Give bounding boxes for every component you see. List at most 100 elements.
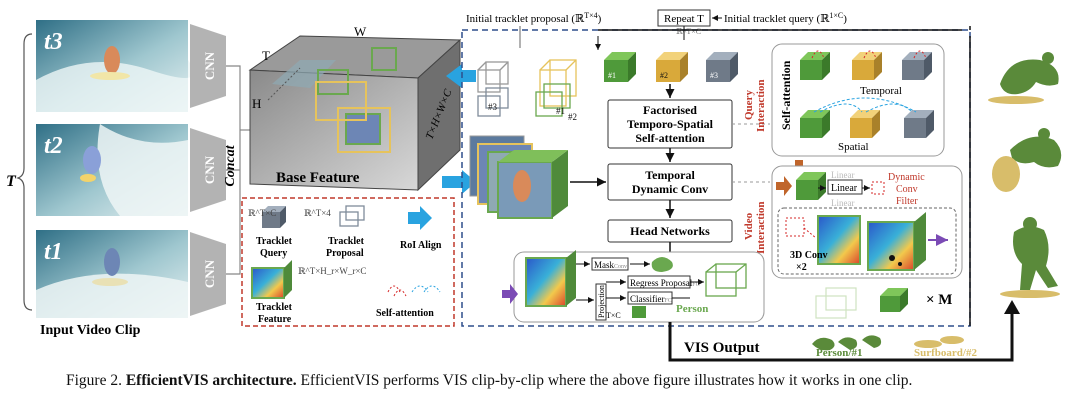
svg-text:Dynamic: Dynamic: [888, 172, 925, 183]
svg-text:3D Conv: 3D Conv: [790, 250, 828, 261]
caption-body: EfficientVIS performs VIS clip-by-clip w…: [296, 372, 913, 389]
svg-text:Tracklet: Tracklet: [256, 236, 293, 247]
mask-head-box: [591, 257, 629, 271]
surfer-figure: [104, 248, 120, 276]
svg-text:Factorised: Factorised: [643, 103, 697, 117]
input-label: Input Video Clip: [40, 323, 141, 338]
frame-t1: t1: [36, 230, 188, 318]
svg-text:ℝ^T×H_r×W_r×C: ℝ^T×H_r×W_r×C: [298, 266, 366, 276]
svg-text:Regress ProposalFC: Regress ProposalFC: [630, 278, 700, 288]
silhouette-t2: [992, 128, 1062, 192]
svg-text:Filter: Filter: [896, 196, 918, 207]
svg-text:Query: Query: [743, 90, 755, 120]
vis-output-label: VIS Output: [684, 340, 759, 356]
query-cube-3: #3: [706, 52, 738, 82]
frame-t2: t2: [36, 124, 188, 216]
query-cube-2: #2: [656, 52, 688, 82]
output-surfboard-label: Surfboard/#2: [914, 347, 977, 359]
svg-text:MaskConv: MaskConv: [594, 260, 627, 270]
video-interaction-panel: Video Interaction Linear Linear Linear D…: [743, 165, 963, 279]
time-axis-brace: T: [6, 33, 33, 311]
svg-text:Conv: Conv: [896, 184, 918, 195]
svg-text:Self-attention: Self-attention: [376, 308, 434, 319]
svg-text:×2: ×2: [796, 262, 807, 273]
query-cube-1: #1: [604, 52, 636, 82]
tracklet-queries: #1 #2 #3: [604, 52, 738, 82]
base-feature-label: Base Feature: [276, 170, 360, 186]
svg-text:Self-attention: Self-attention: [635, 131, 705, 145]
svg-text:ClassifierFC: ClassifierFC: [630, 294, 672, 304]
proposal-id: #2: [568, 112, 577, 122]
figure-caption: Figure 2. EfficientVIS architecture. Eff…: [66, 372, 1066, 390]
surfer-figure: [83, 146, 101, 174]
repeat-m-label: × M: [926, 292, 952, 308]
cnn-block: CNN: [190, 128, 226, 212]
caption-title: EfficientVIS architecture.: [125, 372, 297, 389]
proposal-id: #3: [488, 102, 498, 112]
self-attention-label: Self-attention: [779, 60, 793, 130]
svg-text:ℝ^T×C: ℝ^T×C: [248, 208, 276, 218]
svg-text:CNN: CNN: [202, 51, 217, 80]
repeat-label: Repeat T: [664, 13, 704, 25]
silhouette-t1: [1000, 217, 1060, 298]
tracklet-features: [469, 135, 568, 219]
svg-text:Video: Video: [743, 212, 755, 240]
concat-label: Concat: [223, 144, 238, 186]
spatial-label: Spatial: [838, 141, 869, 153]
svg-text:CNN: CNN: [202, 259, 217, 288]
initial-proposal-label: Initial tracklet proposal (ℝT×4): [466, 11, 602, 25]
projection-box: [595, 283, 607, 321]
svg-text:Interaction: Interaction: [755, 79, 767, 132]
svg-text:CNN: CNN: [202, 155, 217, 184]
svg-text:Linear: Linear: [831, 198, 854, 208]
svg-text:#2: #2: [660, 71, 668, 80]
svg-text:ℝ^T×4: ℝ^T×4: [304, 208, 331, 218]
roi-align-arrows: [442, 64, 476, 194]
repeat-sub-label: ℝ^T×C: [676, 27, 701, 36]
svg-text:Temporo-Spatial: Temporo-Spatial: [627, 117, 714, 131]
frame-t3: t3: [36, 20, 194, 112]
frame-label-t3: t3: [44, 29, 63, 55]
svg-text:Tracklet: Tracklet: [256, 302, 293, 313]
output-silhouettes: [988, 52, 1062, 298]
top-annotations: Initial tracklet proposal (ℝT×4) Repeat …: [466, 9, 847, 50]
query-interaction-panel: Query Interaction Self-attention Tempora…: [743, 43, 945, 172]
cnn-block: CNN: [190, 24, 226, 108]
svg-text:Linear: Linear: [831, 170, 854, 180]
tracklet-proposals: #3 #1 #2: [477, 59, 577, 122]
svg-text:RoI Align: RoI Align: [400, 240, 442, 251]
initial-query-label: Initial tracklet query (ℝ1×C): [724, 11, 847, 25]
surfer-figure: [104, 46, 120, 74]
frame-label-t1: t1: [44, 239, 63, 265]
cnn-block: CNN: [190, 232, 226, 316]
frame-label-t2: t2: [44, 133, 63, 159]
dim-t-label: T: [262, 48, 270, 63]
output-tracklets: × M: [815, 287, 952, 319]
legend-tracklet-query: ℝ^T×C Tracklet Query: [248, 206, 293, 259]
legend-tracklet-feature: ℝ^T×H_r×W_r×C Tracklet Feature: [251, 260, 366, 325]
temporal-label: Temporal: [860, 85, 902, 97]
vis-output: VIS Output Person/#1 Surfboard/#2: [668, 300, 1020, 362]
dim-w-label: W: [354, 24, 367, 39]
output-person-label: Person/#1: [816, 347, 862, 359]
svg-text:Tracklet: Tracklet: [328, 236, 365, 247]
svg-text:Projection: Projection: [597, 285, 606, 318]
legend-self-attention: Self-attention: [376, 285, 441, 319]
head-networks-panel: MaskConv Projection Regress ProposalFC C…: [502, 250, 765, 323]
proposal-id: #1: [556, 106, 565, 116]
svg-text:Head Networks: Head Networks: [630, 224, 710, 238]
svg-text:Dynamic Conv: Dynamic Conv: [632, 182, 708, 196]
time-axis-label: T: [6, 173, 17, 190]
dim-h-label: H: [252, 96, 261, 111]
person-class-label: Person: [676, 303, 708, 315]
svg-text:#1: #1: [608, 71, 616, 80]
svg-text:#3: #3: [710, 71, 718, 80]
svg-text:Proposal: Proposal: [326, 248, 364, 259]
input-frames: t3 t2 t1 Input Video Clip: [36, 20, 194, 338]
silhouette-t3: [988, 52, 1059, 104]
legend: ℝ^T×C Tracklet Query ℝ^T×4 Tracklet Prop…: [241, 197, 455, 327]
svg-text:Interaction: Interaction: [755, 201, 767, 254]
pipeline: Factorised Temporo-Spatial Self-attentio…: [570, 84, 770, 252]
svg-text:Temporal: Temporal: [645, 168, 695, 182]
